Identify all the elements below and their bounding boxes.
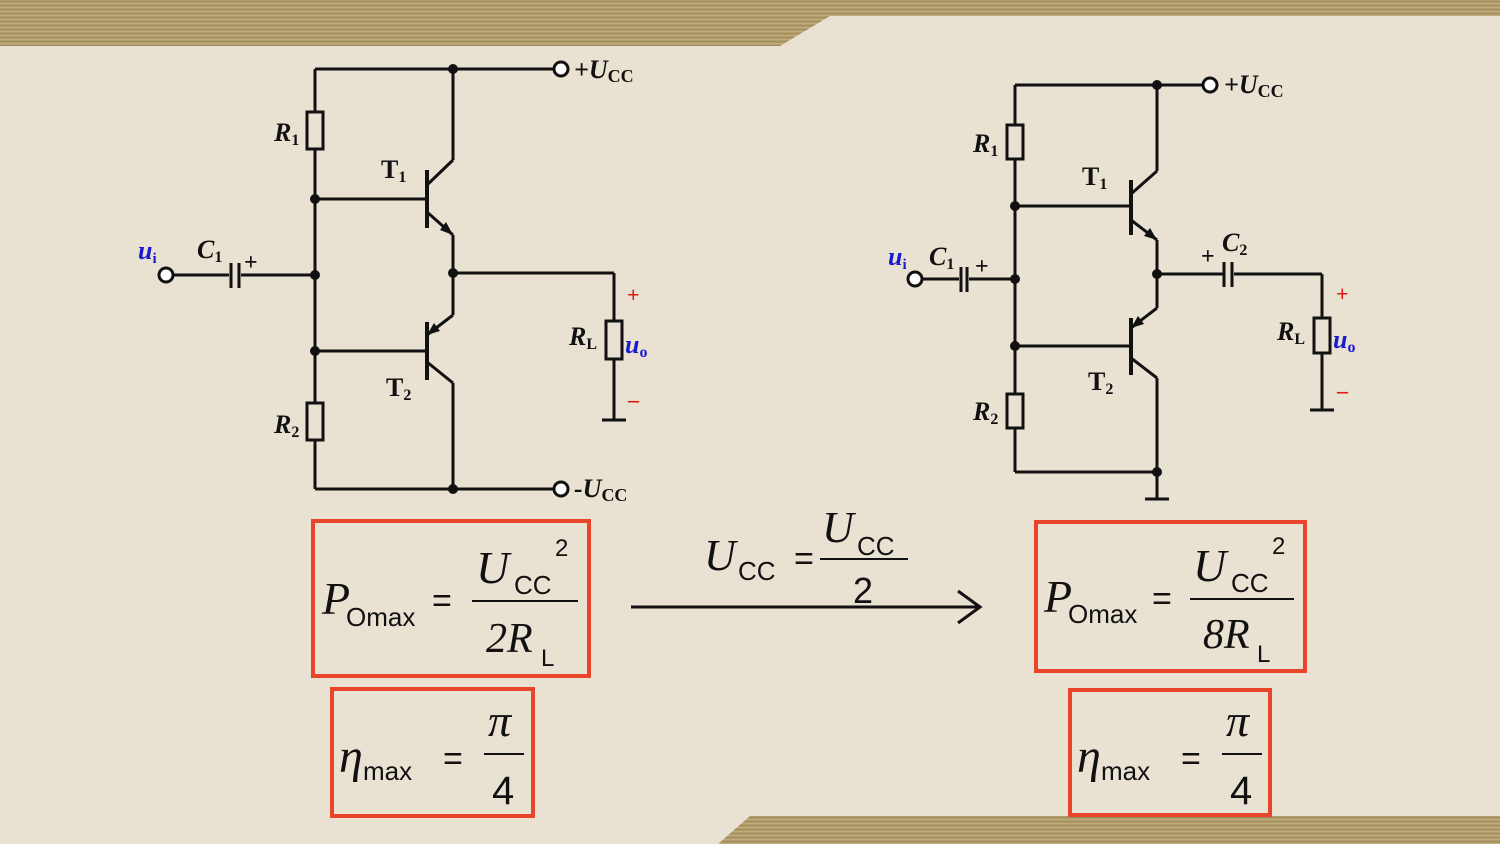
left-t2-label: T2 xyxy=(386,373,411,404)
left-c1-label: C1 xyxy=(197,235,222,266)
left-power-formula-box xyxy=(311,519,591,678)
transform-condition: U CC = U CC 2 xyxy=(704,503,908,611)
left-r1-resistor xyxy=(305,110,325,151)
svg-text:CC: CC xyxy=(514,570,552,600)
left-r2-label: R2 xyxy=(273,410,299,441)
svg-text:Omax: Omax xyxy=(346,602,415,632)
svg-text:U: U xyxy=(476,542,512,593)
left-rl-label: RL xyxy=(568,322,597,353)
right-eff-formula-box xyxy=(1068,688,1272,817)
svg-text:2: 2 xyxy=(1272,533,1285,560)
right-t1-emitter-arrow xyxy=(1144,228,1157,240)
left-t1-label: T1 xyxy=(381,155,406,186)
right-c1-polarity: + xyxy=(975,254,989,280)
left-t1-emitter-arrow xyxy=(440,222,453,235)
right-t1-label: T1 xyxy=(1082,162,1107,193)
svg-text:P: P xyxy=(1043,571,1072,622)
svg-text:max: max xyxy=(363,756,412,786)
svg-text:=: = xyxy=(432,582,452,620)
svg-text:max: max xyxy=(1101,756,1150,786)
right-c2-polarity: + xyxy=(1201,244,1215,270)
left-r1-label: R1 xyxy=(273,118,299,149)
left-vcc-pos-label: +UCC xyxy=(574,55,634,86)
left-junctions xyxy=(310,64,458,494)
right-ui-label: ui xyxy=(888,242,907,273)
svg-text:2: 2 xyxy=(853,570,873,611)
left-uo-plus: + xyxy=(627,282,640,307)
bottom-decor-band xyxy=(718,816,1500,844)
svg-text:L: L xyxy=(541,645,554,672)
svg-text:=: = xyxy=(1152,580,1172,618)
svg-text:CC: CC xyxy=(738,556,776,586)
right-t2-label: T2 xyxy=(1088,367,1113,398)
svg-text:=: = xyxy=(1181,740,1201,778)
right-uo-plus: + xyxy=(1336,281,1349,306)
svg-text:4: 4 xyxy=(1230,769,1252,813)
svg-text:U: U xyxy=(704,531,739,580)
svg-text:U: U xyxy=(822,503,857,552)
left-uo-minus: – xyxy=(627,387,640,412)
left-vcc-neg-terminal xyxy=(552,480,570,498)
svg-text:=: = xyxy=(794,540,814,578)
left-eff-formula-box xyxy=(330,687,535,818)
svg-text:L: L xyxy=(1257,641,1270,668)
top-decor-band xyxy=(0,0,1500,46)
right-r2-resistor xyxy=(1005,392,1025,430)
right-r2-label: R2 xyxy=(972,397,998,428)
right-c2-label: C2 xyxy=(1222,228,1247,259)
svg-text:η: η xyxy=(1077,730,1101,783)
svg-text:CC: CC xyxy=(857,531,895,561)
svg-text:2R: 2R xyxy=(486,616,533,662)
svg-text:π: π xyxy=(488,695,513,746)
svg-text:2: 2 xyxy=(555,535,568,562)
right-uo-label: uo xyxy=(1333,325,1355,356)
right-c1-label: C1 xyxy=(929,242,954,273)
right-uo-minus: – xyxy=(1336,378,1349,403)
left-ui-label: ui xyxy=(138,236,157,267)
left-uo-label: uo xyxy=(625,330,647,361)
svg-text:8R: 8R xyxy=(1203,612,1250,658)
right-power-formula: P Omax = U CC 2 8R L xyxy=(1043,533,1294,668)
left-input-terminal xyxy=(157,266,175,284)
left-t2-emitter-arrow xyxy=(427,323,440,335)
svg-text:Omax: Omax xyxy=(1068,599,1137,629)
right-input-terminal xyxy=(906,270,924,288)
svg-text:CC: CC xyxy=(1231,568,1269,598)
svg-text:P: P xyxy=(321,573,350,624)
svg-text:4: 4 xyxy=(492,769,514,813)
left-eff-formula: η max = π 4 xyxy=(339,695,524,813)
right-junctions xyxy=(1010,80,1162,477)
right-eff-formula: η max = π 4 xyxy=(1077,695,1262,813)
left-c1-polarity: + xyxy=(244,250,258,276)
right-r1-resistor xyxy=(1005,123,1025,161)
left-circuit xyxy=(172,67,626,491)
right-vcc-pos-terminal xyxy=(1201,76,1219,94)
right-rl-label: RL xyxy=(1276,317,1305,348)
left-vcc-neg-label: -UCC xyxy=(574,474,627,505)
svg-text:=: = xyxy=(443,740,463,778)
left-rl-resistor xyxy=(604,319,624,361)
svg-text:U: U xyxy=(1193,540,1229,591)
left-power-formula: P Omax = U CC 2 2R L xyxy=(321,535,578,672)
left-vcc-pos-terminal xyxy=(552,60,570,78)
right-t2-emitter-arrow xyxy=(1131,316,1144,328)
transform-arrow xyxy=(631,589,983,625)
left-r2-resistor xyxy=(305,401,325,442)
right-r1-label: R1 xyxy=(972,129,998,160)
right-rl-resistor xyxy=(1312,316,1332,355)
right-vcc-pos-label: +UCC xyxy=(1224,70,1284,101)
svg-text:π: π xyxy=(1226,695,1251,746)
right-power-formula-box xyxy=(1034,520,1307,673)
svg-text:η: η xyxy=(339,730,363,783)
